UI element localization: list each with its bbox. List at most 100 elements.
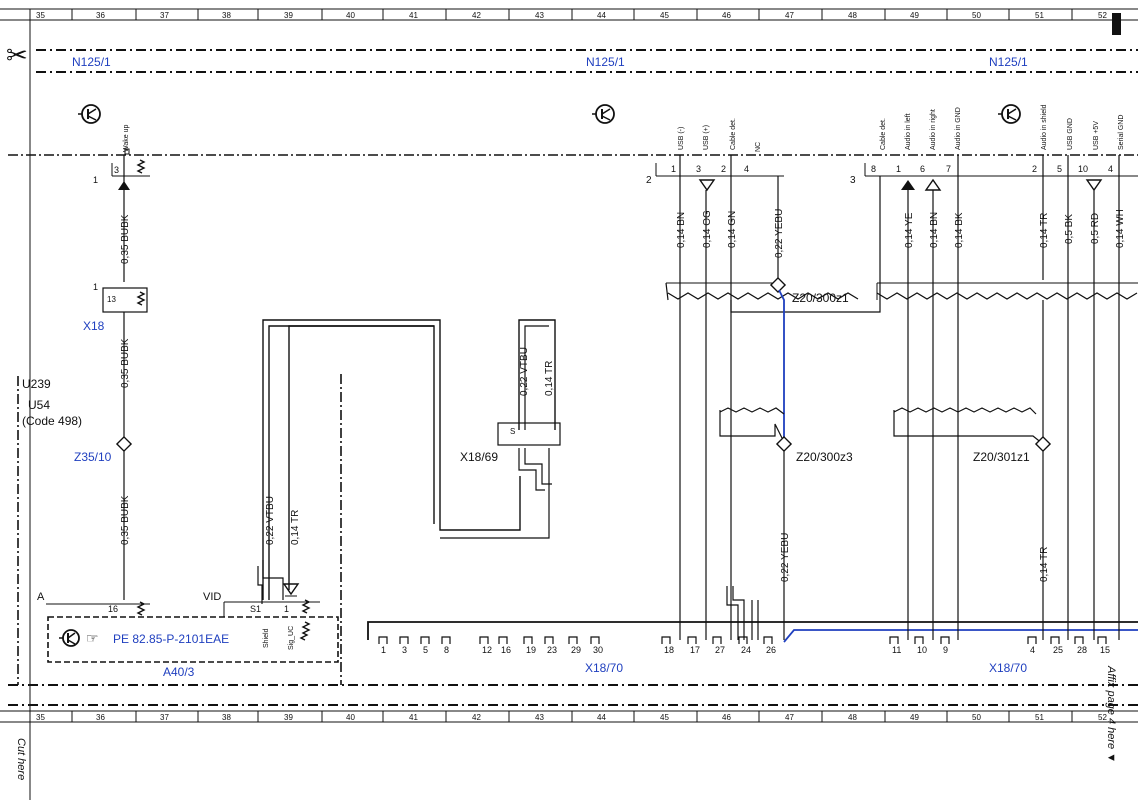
x18-70-pin-mark — [738, 636, 748, 644]
x18-70-pin-25: 25 — [1053, 645, 1063, 655]
cut-here-label: Cut here — [15, 738, 27, 780]
pin-2d: 2 — [1032, 164, 1037, 174]
x18-70-pin-mark — [441, 636, 451, 644]
x18-70-pin-mark — [914, 636, 924, 644]
x18-70-pin-17: 17 — [690, 645, 700, 655]
grid-col-42-bottom: 42 — [472, 713, 481, 722]
pin-s: S — [510, 427, 515, 436]
grid-col-43-bottom: 43 — [535, 713, 544, 722]
grid-col-46: 46 — [722, 11, 731, 20]
grid-col-45: 45 — [660, 11, 669, 20]
pin-label-audio-shield: Audio in shield — [1041, 104, 1048, 150]
grid-col-42: 42 — [472, 11, 481, 20]
pin-box-wake — [124, 148, 130, 155]
pin-3a: 3 — [114, 165, 119, 175]
arrow-down-icon — [282, 583, 300, 596]
grid-col-38-bottom: 38 — [222, 713, 231, 722]
x18-70-pin-mark — [1097, 636, 1107, 644]
pin-6: 6 — [920, 164, 925, 174]
x18-70-pin-mark — [568, 636, 578, 644]
wire-05rd: 0,5 RD — [1090, 213, 1101, 244]
grid-col-52-bottom: 52 — [1098, 713, 1107, 722]
x18-70-pin-30: 30 — [593, 645, 603, 655]
wire-tr-r2: 0,14 TR — [1039, 547, 1050, 582]
pin-label-nc: NC — [755, 142, 762, 152]
grid-col-49: 49 — [910, 11, 919, 20]
transistor-icon-mid — [592, 104, 615, 124]
grid-col-35: 35 — [36, 11, 45, 20]
pin-label-usb-plus: USB (+) — [703, 125, 710, 150]
grid-col-50-bottom: 50 — [972, 713, 981, 722]
label-z20-301z1: Z20/301z1 — [973, 450, 1030, 464]
x18-70-pin-19: 19 — [526, 645, 536, 655]
top-grid-ruler: 35 36 37 38 39 40 41 42 43 44 45 46 47 4… — [0, 8, 1138, 35]
x18-70-pin-1: 1 — [381, 645, 386, 655]
wire-bk: 0,14 BK — [954, 212, 965, 248]
x18-70-pin-9: 9 — [943, 645, 948, 655]
arrow-down-icon-rd — [1085, 179, 1103, 192]
wire-wh: 0,14 WH — [1115, 209, 1126, 248]
wire-yebu-blue — [778, 289, 785, 440]
pe-reference-link[interactable]: PE 82.85-P-2101EAE — [113, 632, 229, 646]
wire-yebu: 0,22 YEBU — [774, 209, 785, 258]
x18-70-pin-mark — [763, 636, 773, 644]
x18-70-pin-mark — [687, 636, 697, 644]
label-u54: U54 — [28, 398, 50, 412]
splice-z20-300z1 — [769, 276, 787, 294]
x18-70-pin-26: 26 — [766, 645, 776, 655]
pin-label-cable-det-a: Cable det. — [730, 118, 737, 150]
grid-col-51: 51 — [1035, 11, 1044, 20]
hand-pointer-icon: ☞ — [86, 630, 99, 646]
label-x18-70-mid: X18/70 — [585, 661, 623, 675]
arrow-down-icon-og — [698, 179, 716, 192]
grid-col-50: 50 — [972, 11, 981, 20]
wire-tr-r1: 0,14 TR — [1039, 213, 1050, 248]
grid-col-39-bottom: 39 — [284, 713, 293, 722]
bottom-grid-ruler: 35 36 37 38 39 40 41 42 43 44 45 46 47 4… — [0, 710, 1138, 723]
x18-70-pin-mark — [544, 636, 554, 644]
pin-label-sig-uc: Sig_UC — [288, 626, 295, 650]
grid-col-40-bottom: 40 — [346, 713, 355, 722]
wire-bn-1: 0,14 BN — [676, 212, 687, 248]
x18-70-pin-18: 18 — [664, 645, 674, 655]
label-z20-300z3: Z20/300z3 — [796, 450, 853, 464]
pin-1c: 1 — [671, 164, 676, 174]
pin-4c: 4 — [744, 164, 749, 174]
pin-7: 7 — [946, 164, 951, 174]
label-pin-vid: VID — [203, 591, 221, 603]
x18-70-pin-16: 16 — [501, 645, 511, 655]
x18-70-pin-mark — [661, 636, 671, 644]
grid-col-48: 48 — [848, 11, 857, 20]
x18-70-pin-mark — [1027, 636, 1037, 644]
wire-bubk-1: 0,35 BUBK — [120, 214, 131, 264]
x18-70-pin-24: 24 — [741, 645, 751, 655]
wire-vtbu-left: 0,22 VTBU — [265, 496, 276, 545]
x18-70-pin-10: 10 — [917, 645, 927, 655]
grid-col-49-bottom: 49 — [910, 713, 919, 722]
grid-col-36-bottom: 36 — [96, 713, 105, 722]
pin-3c: 3 — [696, 164, 701, 174]
x18-70-pin-mark — [940, 636, 950, 644]
a40-3-boundary — [47, 616, 339, 663]
label-pin-a: A — [37, 591, 45, 603]
x18-70-pin-mark — [590, 636, 600, 644]
x18-70-pin-mark — [479, 636, 489, 644]
pin-1e: 1 — [284, 604, 289, 614]
label-n125-right: N125/1 — [989, 55, 1028, 69]
grid-col-43: 43 — [535, 11, 544, 20]
transistor-icon-right — [998, 104, 1021, 124]
grid-col-47-bottom: 47 — [785, 713, 794, 722]
pin-1a: 1 — [93, 175, 98, 185]
pin-label-usb-5v: USB +5V — [1093, 121, 1100, 150]
label-z20-300z1: Z20/300z1 — [792, 291, 849, 305]
pin-1d: 1 — [896, 164, 901, 174]
x18-70-pin-mark — [378, 636, 388, 644]
pin-8: 8 — [871, 164, 876, 174]
connector-3: 3 — [850, 175, 856, 186]
transistor-icon-left — [78, 104, 101, 124]
connector-x18-69 — [497, 422, 561, 446]
wire-blue-bus — [783, 629, 1138, 643]
x18-70-pin-mark — [420, 636, 430, 644]
pin-s1: S1 — [250, 604, 261, 614]
